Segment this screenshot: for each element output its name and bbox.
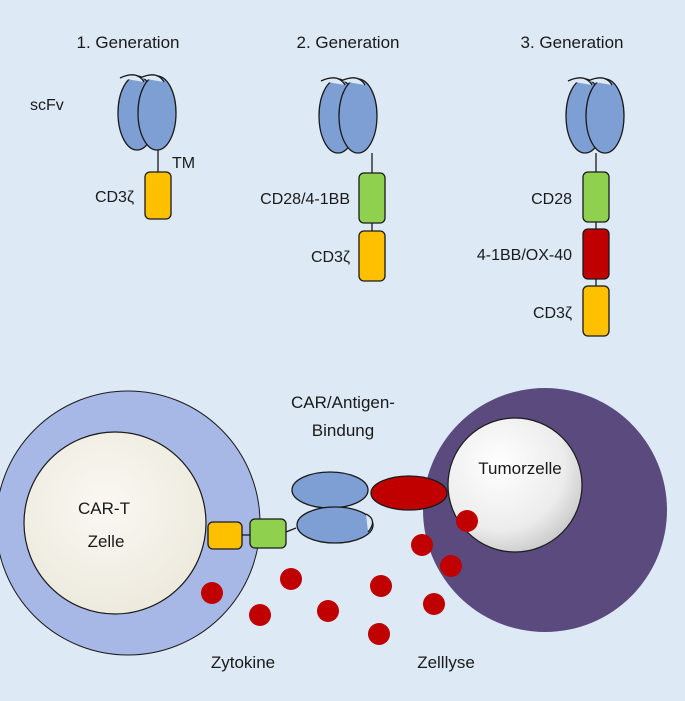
- generation-3-title: 3. Generation: [520, 33, 623, 52]
- cd3z-domain: [207, 521, 243, 550]
- 41bb-ox40-label: 4-1BB/OX-40: [477, 247, 572, 264]
- binding-label-line2: Bindung: [312, 421, 374, 440]
- cytokine-dot: [411, 534, 433, 556]
- cd3z-label: CD3ζ: [311, 249, 350, 266]
- 41bb-ox40-domain: [582, 228, 610, 280]
- generation-1: 1. Generation scFv TM CD3ζ: [30, 33, 195, 220]
- cytokine-dot: [456, 510, 478, 532]
- cytokine-dot: [201, 582, 223, 604]
- car-t-cell: CAR-T Zelle: [0, 390, 261, 656]
- tumor-nucleus: [447, 417, 583, 553]
- lysis-label: Zelllyse: [417, 653, 475, 672]
- cytokine-dot: [440, 555, 462, 577]
- car-receptor: [207, 471, 448, 550]
- cd3z-domain: [582, 285, 610, 337]
- cytokine-dot: [317, 600, 339, 622]
- cd3z-label: CD3ζ: [95, 189, 134, 206]
- cd28-label: CD28: [531, 191, 572, 208]
- car-t-label-line1: CAR-T: [78, 499, 130, 518]
- scfv-domain: [296, 506, 374, 544]
- cd3z-domain: [144, 171, 172, 220]
- scfv-domain: [291, 471, 369, 509]
- cytokine-label: Zytokine: [211, 653, 275, 672]
- costim-domain: [249, 518, 287, 549]
- generation-3: 3. Generation CD28 4-1BB/OX-40 CD3ζ: [477, 33, 625, 337]
- domain-connector: [285, 527, 297, 533]
- generation-2: 2. Generation CD28/4-1BB CD3ζ: [260, 33, 400, 282]
- cytokine-particles: [201, 510, 478, 645]
- generation-2-title: 2. Generation: [296, 33, 399, 52]
- scfv-domain: [117, 74, 177, 151]
- cytokine-dot: [280, 568, 302, 590]
- tumor-cell-label: Tumorzelle: [478, 459, 561, 478]
- cytokine-dot: [368, 623, 390, 645]
- scfv-domain: [318, 77, 378, 154]
- antigen: [370, 475, 448, 511]
- scfv-domain: [565, 77, 625, 154]
- cytokine-dot: [423, 593, 445, 615]
- generation-1-title: 1. Generation: [76, 33, 179, 52]
- tumor-cell: Tumorzelle: [423, 388, 667, 632]
- cd3z-domain: [358, 230, 386, 282]
- binding-label-line1: CAR/Antigen-: [291, 393, 395, 412]
- cd28-41bb-domain: [358, 172, 386, 224]
- scfv-notch: [365, 513, 374, 533]
- scfv-label: scFv: [30, 97, 64, 114]
- car-t-label-line2: Zelle: [88, 532, 125, 551]
- tm-label: TM: [172, 155, 195, 172]
- cytokine-dot: [370, 575, 392, 597]
- car-t-nucleus: [23, 431, 207, 615]
- cytokine-dot: [249, 604, 271, 626]
- cd28-41bb-label: CD28/4-1BB: [260, 191, 350, 208]
- cd3z-label: CD3ζ: [533, 305, 572, 322]
- cd28-domain: [582, 171, 610, 223]
